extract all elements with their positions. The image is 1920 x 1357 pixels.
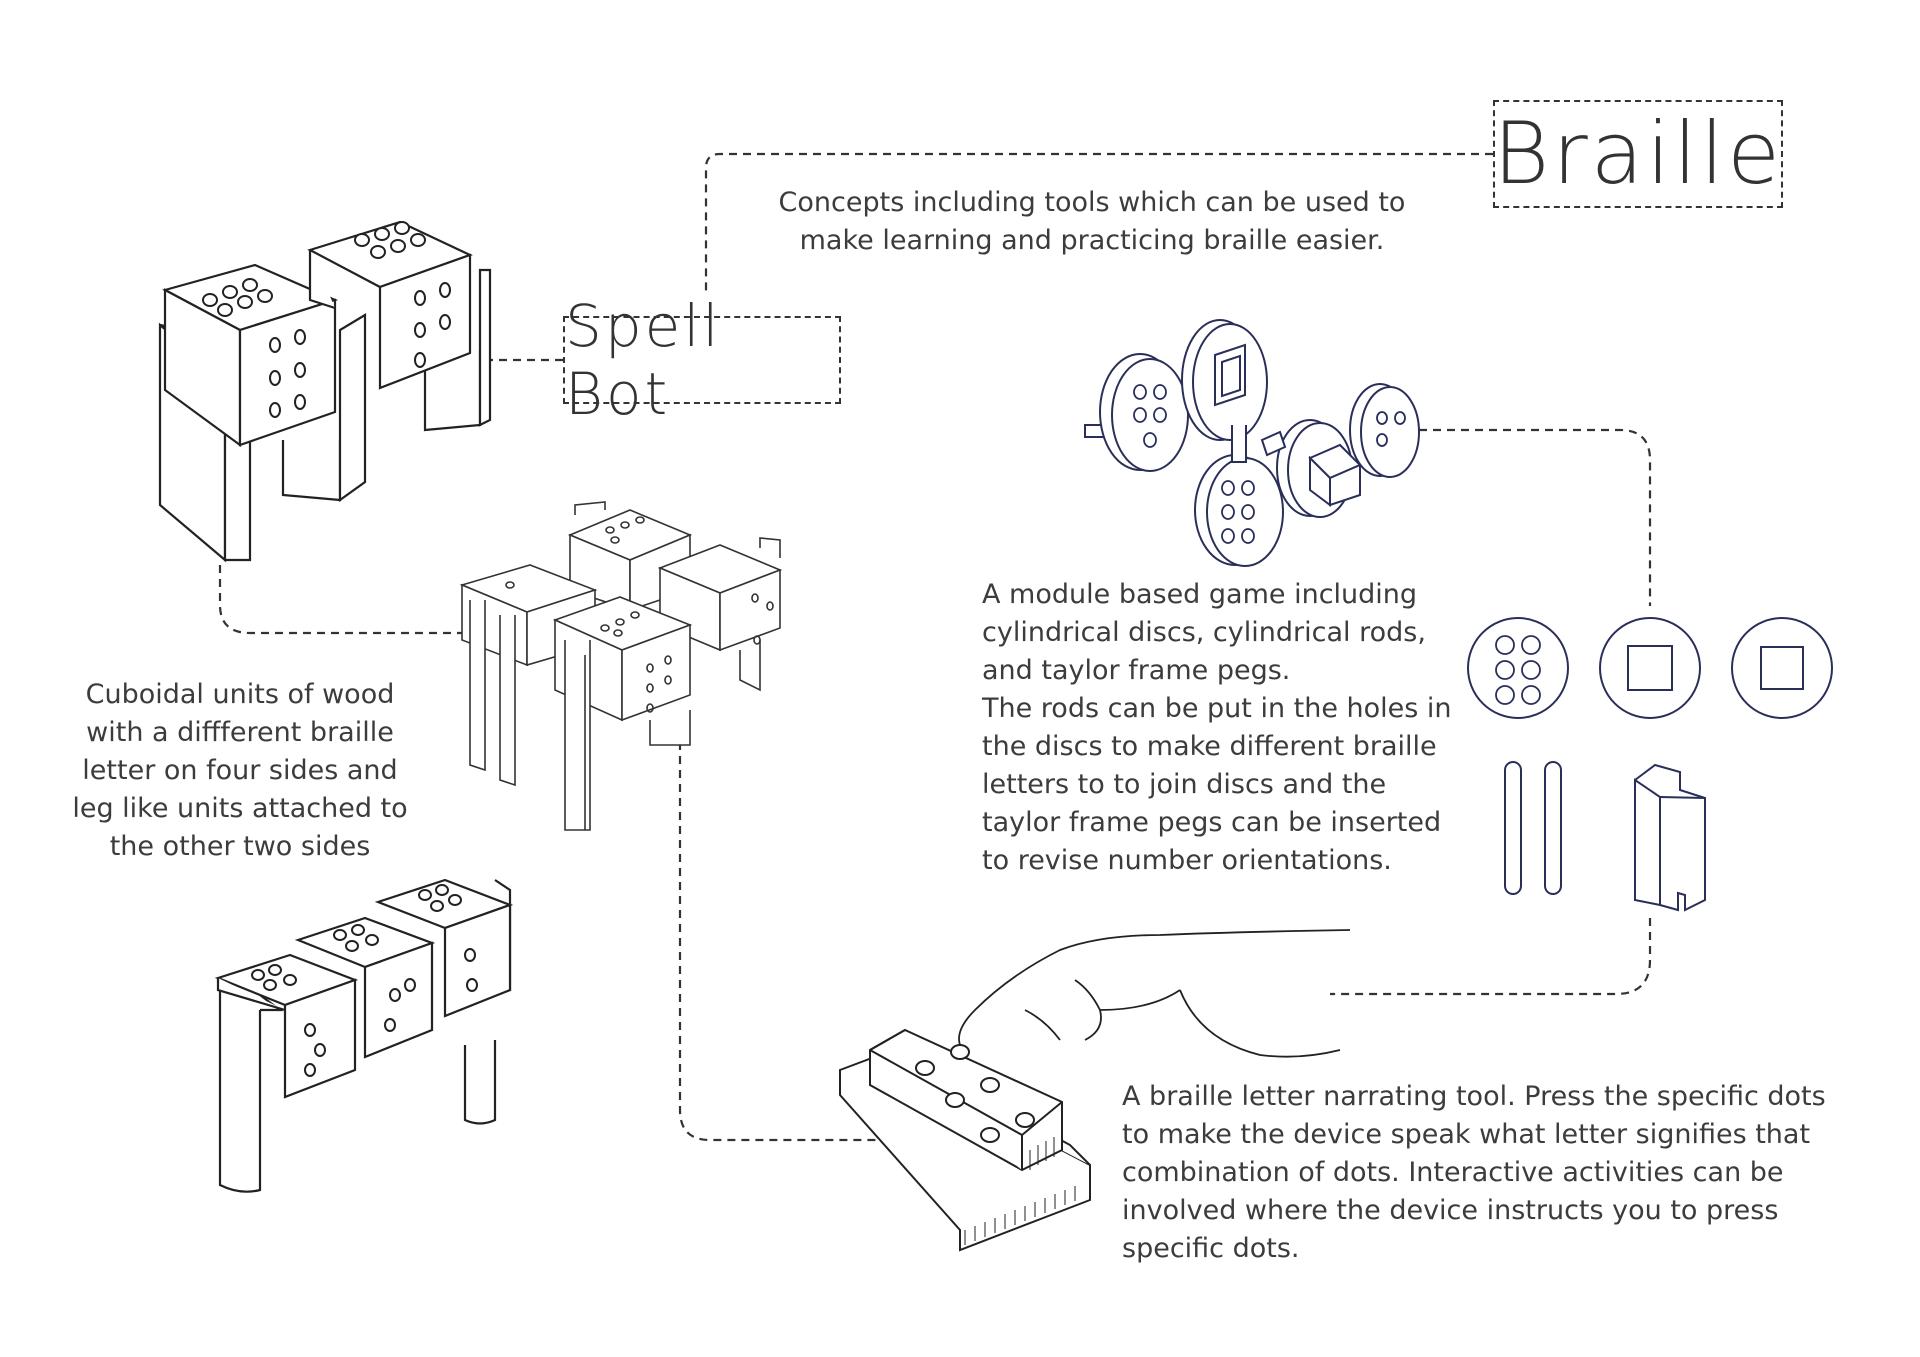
narrating-tool-description: A braille letter narrating tool. Press t… xyxy=(1122,1081,1826,1264)
spellbot-top-cubes xyxy=(158,220,492,563)
bottom-cubes-dots xyxy=(251,884,478,1077)
cluster-dots xyxy=(505,516,774,713)
connector-braille-spellbot xyxy=(704,152,1493,296)
connector-pegs-narrator xyxy=(1330,918,1652,996)
connector-module-discs xyxy=(1405,428,1652,606)
module-parts xyxy=(1467,617,1833,912)
concepts-description: Concepts including tools which can be us… xyxy=(778,187,1406,256)
connector-cluster-narrator xyxy=(678,742,880,1142)
spell-bot-title: Spell Bot xyxy=(563,292,841,428)
narrator-hatching xyxy=(964,1137,1076,1245)
narrator-device xyxy=(839,1028,1091,1252)
connector-lines xyxy=(218,152,1652,1142)
cuboid-units-description: Cuboidal units of wood with a diffferent… xyxy=(72,679,408,862)
spellbot-bottom-cubes xyxy=(214,878,514,1193)
spellbot-cube-cluster xyxy=(459,501,783,831)
disc-braille-holes xyxy=(1495,635,1541,705)
module-game-description: A module based game including cylindrica… xyxy=(982,579,1452,876)
connector-cubes-cluster xyxy=(218,565,462,635)
braille-title: Braille xyxy=(1493,100,1783,208)
spellbot-top-dots xyxy=(202,221,451,418)
module-disc-holes xyxy=(1133,384,1406,544)
module-disc-assembly xyxy=(1084,319,1420,567)
narrator-buttons xyxy=(915,1044,1035,1143)
hand-sketch xyxy=(958,929,1351,1058)
